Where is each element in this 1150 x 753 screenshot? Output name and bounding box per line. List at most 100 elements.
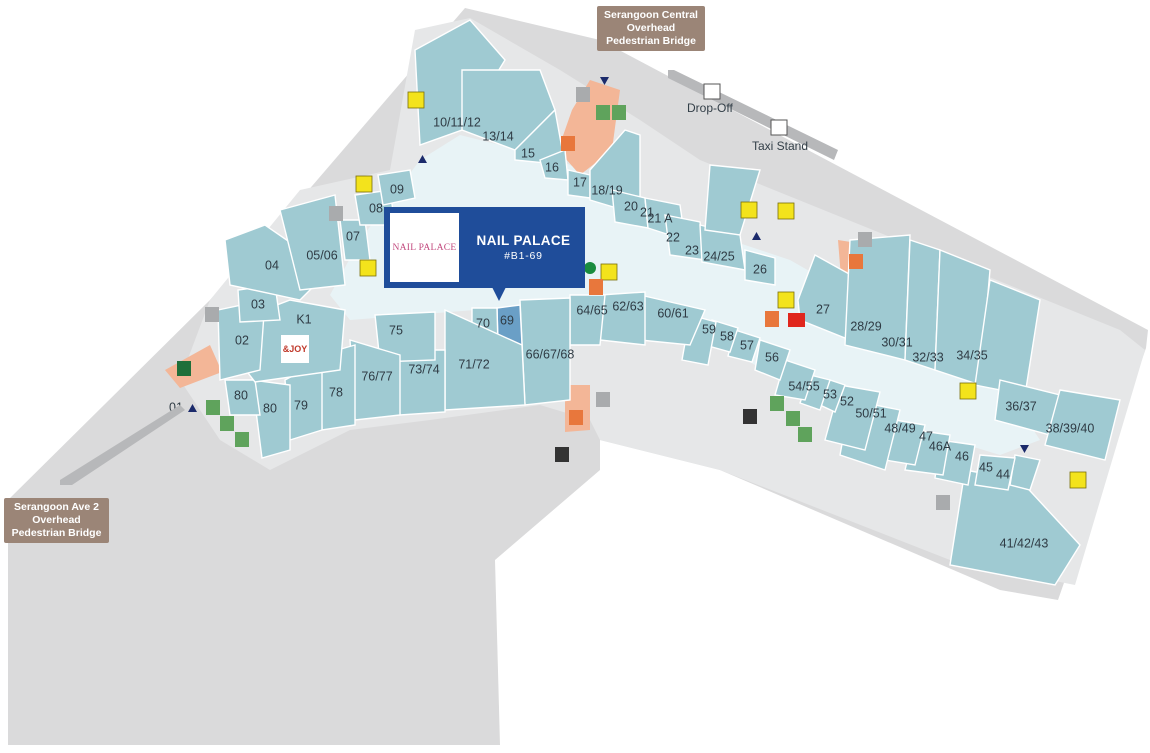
store-unit[interactable]: [744, 249, 776, 286]
unit-label: 10/11/12: [433, 115, 481, 129]
unit-label: 60/61: [657, 306, 688, 320]
store-unit-number: #B1-69: [504, 250, 543, 262]
escalator-icon: [355, 175, 373, 193]
unit-label: 21: [640, 205, 654, 219]
recycle-icon: [584, 262, 596, 274]
unit-label: 58: [720, 329, 734, 343]
unit-label: 23: [685, 243, 699, 257]
store-callout[interactable]: NAIL PALACE NAIL PALACE #B1-69: [384, 207, 585, 288]
unit-label: 38/39/40: [1046, 421, 1095, 435]
unit-label: 41/42/43: [1000, 536, 1049, 550]
unit-label: 34/35: [956, 348, 987, 362]
stairs-icon: [596, 392, 610, 407]
escalator-icon: [1069, 471, 1087, 489]
unit-label: 20: [624, 199, 638, 213]
unit-label: 54/55: [788, 379, 819, 393]
unit-label: 27: [816, 302, 830, 316]
entrance-arrow-icon: [1020, 445, 1029, 453]
exit-label-line: Pedestrian Bridge: [606, 35, 696, 47]
service-core: [165, 345, 222, 388]
accessible-icon: [612, 105, 626, 120]
stairs-icon: [576, 87, 590, 102]
exit-label-line: Serangoon Ave 2: [14, 501, 99, 513]
store-unit[interactable]: [1044, 389, 1121, 461]
store-unit[interactable]: [974, 454, 1016, 491]
exit-label-serangoon-ave2: Serangoon Ave 2 Overhead Pedestrian Brid…: [4, 498, 109, 543]
unit-label: 69: [500, 313, 514, 327]
unit-label: K1: [296, 312, 311, 326]
exit-label-line: Overhead: [626, 22, 676, 34]
store-name: NAIL PALACE: [476, 233, 571, 248]
store-unit[interactable]: [374, 311, 436, 363]
unit-label: 30/31: [881, 335, 912, 349]
unit-label: 62/63: [612, 299, 643, 313]
unit-label: 79: [294, 398, 308, 412]
unit-label: 48/49: [884, 421, 915, 435]
unit-label: 46: [955, 449, 969, 463]
unit-label: 44: [996, 467, 1010, 481]
unit-label: 73/74: [408, 362, 439, 376]
lift-icon: [561, 136, 575, 151]
lift-icon: [849, 254, 863, 269]
unit-label: 24/25: [703, 249, 734, 263]
anchor-store-logo[interactable]: &JOY: [281, 335, 309, 363]
store-unit[interactable]: [754, 339, 791, 381]
bank-icon: [788, 313, 805, 327]
unit-label: 32/33: [912, 350, 943, 364]
unit-label: 80: [263, 401, 277, 415]
unit-label: 75: [389, 323, 403, 337]
accessible-icon: [798, 427, 812, 442]
unit-label: 21 A: [647, 211, 673, 225]
entrance-arrow-icon: [600, 77, 609, 85]
unit-label: 08: [369, 201, 383, 215]
nursing-room-icon: [206, 400, 220, 415]
store-unit[interactable]: [224, 379, 261, 416]
taxi-icon: [770, 119, 788, 136]
unit-label: 04: [265, 258, 279, 272]
store-unit[interactable]: [251, 379, 291, 459]
unit-label: 09: [390, 182, 404, 196]
unit-label: 05/06: [306, 248, 337, 262]
road: [60, 405, 185, 485]
entrance-arrow-icon: [188, 404, 197, 412]
unit-label: 28/29: [850, 319, 881, 333]
stairs-icon: [329, 206, 343, 221]
store-unit[interactable]: [377, 169, 416, 206]
escalator-icon: [359, 259, 377, 277]
unit-label: 15: [521, 146, 535, 160]
store-logo: NAIL PALACE: [390, 213, 459, 282]
unit-label: 56: [765, 350, 779, 364]
lift-icon: [555, 447, 569, 462]
store-unit[interactable]: [704, 164, 761, 236]
lifts: [177, 136, 863, 462]
amenities: [206, 105, 812, 447]
unit-label: 50/51: [855, 406, 886, 420]
store-unit[interactable]: [279, 194, 346, 291]
unit-label: 22: [666, 230, 680, 244]
store-logo-text: NAIL PALACE: [392, 242, 457, 253]
unit-label: 70: [476, 316, 490, 330]
unit-label: 64/65: [576, 303, 607, 317]
lift-icon: [569, 410, 583, 425]
accessible-icon: [220, 416, 234, 431]
entrance-arrow-icon: [418, 155, 427, 163]
escalator-icon: [959, 382, 977, 400]
unit-label: 16: [545, 160, 559, 174]
exit-label-line: Serangoon Central: [604, 9, 698, 21]
restroom-icon: [596, 105, 610, 120]
store-units: [217, 19, 1121, 586]
escalator-icon: [600, 263, 618, 281]
atm-icon: [589, 279, 603, 295]
unit-label: 26: [753, 262, 767, 276]
stairs: [205, 87, 950, 510]
unit-label: 76/77: [361, 369, 392, 383]
escalator-icon: [777, 291, 795, 309]
unit-label: 17: [573, 175, 587, 189]
car-dropoff-icon: [703, 83, 721, 100]
store-unit[interactable]: [774, 359, 816, 401]
callout-pointer: [492, 287, 506, 301]
escalator-icon: [777, 202, 795, 220]
exit-label-serangoon-central: Serangoon Central Overhead Pedestrian Br…: [597, 6, 705, 51]
restroom-icon: [235, 432, 249, 447]
unit-label: 80: [234, 388, 248, 402]
